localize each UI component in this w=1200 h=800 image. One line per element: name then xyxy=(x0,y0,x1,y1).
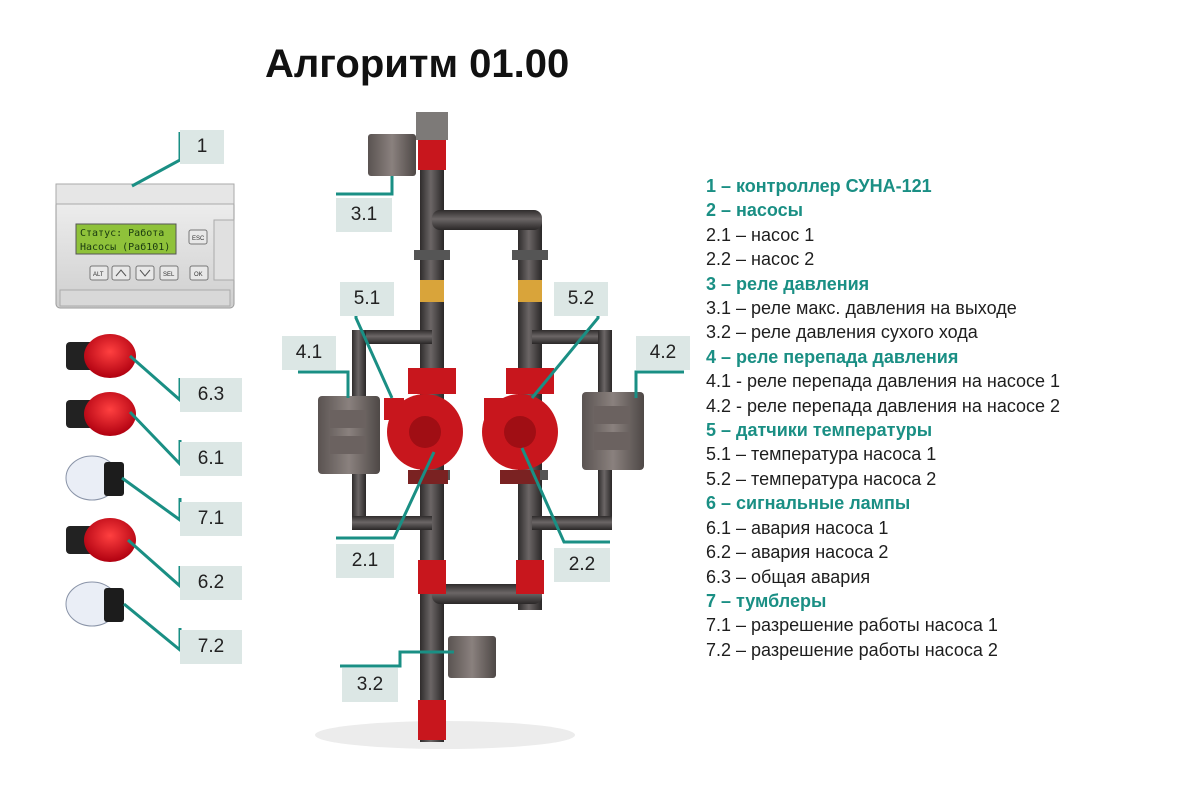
relay-4-2 xyxy=(582,392,644,470)
pressure-relay-3-1 xyxy=(368,134,416,176)
legend-item: 7.2 – разрешение работы насоса 2 xyxy=(706,639,998,660)
lamp-6-3 xyxy=(66,334,136,378)
legend-heading: 7 – тумблеры xyxy=(706,590,827,611)
chevron-up-icon xyxy=(115,269,127,277)
legend-heading: 3 – реле давления xyxy=(706,273,870,294)
callout-4-2: 4.2 xyxy=(636,336,690,370)
sel-button[interactable] xyxy=(159,265,179,281)
lcd-line-1: Статус: Работа xyxy=(80,227,164,239)
callout-2-2: 2.2 xyxy=(554,548,610,582)
lcd-line-2: Насосы (Раб101) xyxy=(80,241,170,253)
relay-4-1 xyxy=(318,396,380,474)
legend-heading: 4 – реле перепада давления xyxy=(706,346,959,367)
lamp-6-1 xyxy=(66,392,136,436)
chevron-down-icon xyxy=(139,269,151,277)
legend-item: 4.1 - реле перепада давления на насосе 1 xyxy=(706,371,1061,392)
legend-item: 3.2 – реле давления сухого хода xyxy=(706,322,978,343)
pressure-relay-3-2 xyxy=(448,636,496,678)
callout-3-2: 3.2 xyxy=(342,668,398,702)
legend-item: 2.2 – насос 2 xyxy=(706,249,815,270)
callout-5-2: 5.2 xyxy=(554,282,608,316)
callout-6-2: 6.2 xyxy=(180,566,242,600)
ok-button[interactable] xyxy=(189,265,209,281)
svg-text:OK: OK xyxy=(194,272,203,278)
legend-item: 5.2 – температура насоса 2 xyxy=(706,468,937,489)
legend-item: 6.3 – общая авария xyxy=(706,566,871,587)
alt-button[interactable] xyxy=(89,265,109,281)
switch-7-1 xyxy=(65,455,124,501)
esc-button[interactable] xyxy=(188,229,208,245)
callout-4-1: 4.1 xyxy=(282,336,336,370)
callout-3-1: 3.1 xyxy=(336,198,392,232)
legend-item: 6.2 – авария насоса 2 xyxy=(706,542,889,563)
callout-6-3: 6.3 xyxy=(180,378,242,412)
callout-7-2: 7.2 xyxy=(180,630,242,664)
legend-item: 4.2 - реле перепада давления на насосе 2 xyxy=(706,395,1061,416)
legend-item: 2.1 – насос 1 xyxy=(706,224,815,245)
legend-list: 1 – контроллер СУНА-121 2 – насосы 2.1 –… xyxy=(706,174,1060,662)
legend-item: 5.1 – температура насоса 1 xyxy=(706,444,937,465)
callout-7-1: 7.1 xyxy=(180,502,242,536)
legend-heading: 2 – насосы xyxy=(706,200,804,221)
down-button[interactable] xyxy=(135,265,155,281)
callout-5-1: 5.1 xyxy=(340,282,394,316)
legend-item: 3.1 – реле макс. давления на выходе xyxy=(706,298,1017,319)
switch-7-2 xyxy=(65,581,124,627)
legend-heading: 5 – датчики температуры xyxy=(706,420,933,441)
svg-text:SEL: SEL xyxy=(163,272,175,278)
lamp-6-2 xyxy=(66,518,136,562)
callout-1: 1 xyxy=(180,130,224,164)
legend-heading: 1 – контроллер СУНА-121 xyxy=(706,176,932,196)
up-button[interactable] xyxy=(111,265,131,281)
legend-item: 6.1 – авария насоса 1 xyxy=(706,517,889,538)
legend-item: 7.1 – разрешение работы насоса 1 xyxy=(706,615,998,636)
controller-lcd xyxy=(75,223,177,255)
callout-2-1: 2.1 xyxy=(336,544,394,578)
svg-text:ALT: ALT xyxy=(93,272,104,278)
controller-suna-121: Статус: Работа Насосы (Раб101) ESC ALT S… xyxy=(55,183,235,309)
legend-heading: 6 – сигнальные лампы xyxy=(706,493,911,514)
pump-2-1 xyxy=(384,368,463,484)
svg-text:ESC: ESC xyxy=(192,236,205,242)
page-title: Алгоритм 01.00 xyxy=(265,42,570,86)
callout-6-1: 6.1 xyxy=(180,442,242,476)
pump-2-2 xyxy=(482,368,558,484)
